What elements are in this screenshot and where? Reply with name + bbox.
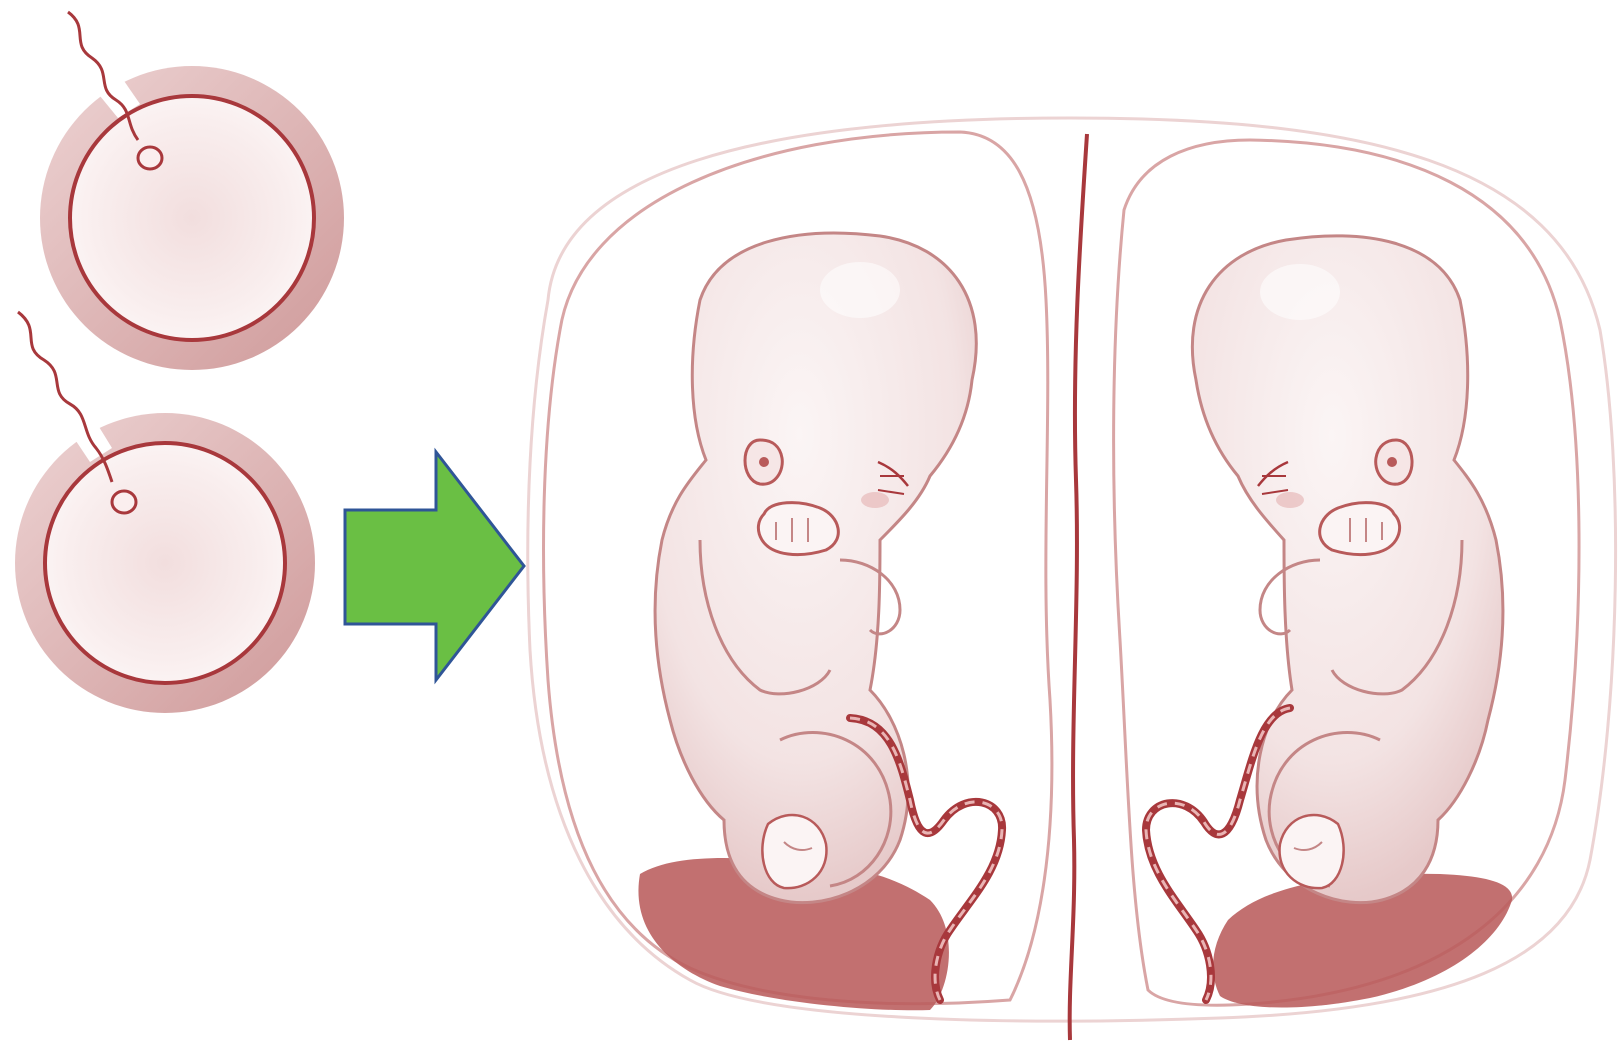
egg-top — [40, 12, 344, 370]
arrow-icon — [345, 452, 524, 680]
egg-bottom — [15, 312, 315, 713]
